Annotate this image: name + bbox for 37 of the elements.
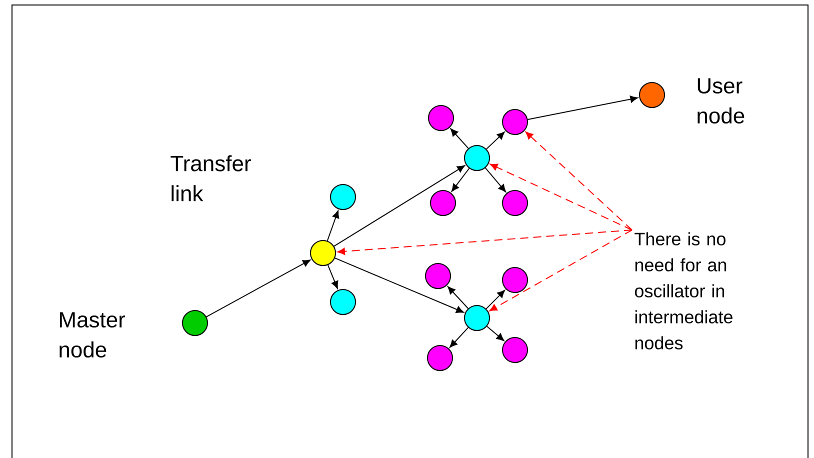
arrow	[486, 290, 506, 310]
node-circle	[502, 337, 528, 363]
arrow	[326, 210, 340, 242]
node-circle	[639, 82, 665, 108]
node-circle	[330, 184, 356, 210]
arrow	[451, 168, 470, 192]
node-circle	[427, 345, 453, 371]
arrow	[525, 132, 632, 230]
arrow	[334, 165, 465, 247]
arrow	[450, 128, 469, 149]
arrow	[206, 260, 311, 318]
arrow	[486, 132, 505, 150]
node-circle	[428, 105, 454, 131]
node-circle	[464, 145, 490, 171]
node-circle	[502, 267, 528, 293]
node-circle	[425, 263, 451, 289]
node-circle	[502, 190, 528, 216]
arrow	[486, 326, 504, 341]
node-label: User node	[698, 78, 744, 124]
note-text: There is no need for an oscillator in intermediate nodes	[634, 232, 732, 350]
arrow	[448, 286, 469, 309]
node-circle	[430, 190, 456, 216]
node-circle	[502, 109, 528, 135]
arrow	[484, 167, 506, 192]
arrow	[527, 96, 638, 120]
arrow	[327, 264, 338, 289]
arrow	[334, 258, 464, 313]
node-circle	[182, 310, 208, 336]
arrow	[490, 164, 632, 230]
link-label: Transfer link	[170, 155, 251, 202]
node-circle	[464, 305, 490, 331]
node-label: Master node	[60, 312, 126, 358]
arrow	[450, 327, 469, 348]
arrow	[489, 230, 632, 312]
node-circle	[330, 289, 356, 315]
node-circle	[310, 240, 336, 266]
arrow	[337, 230, 632, 255]
